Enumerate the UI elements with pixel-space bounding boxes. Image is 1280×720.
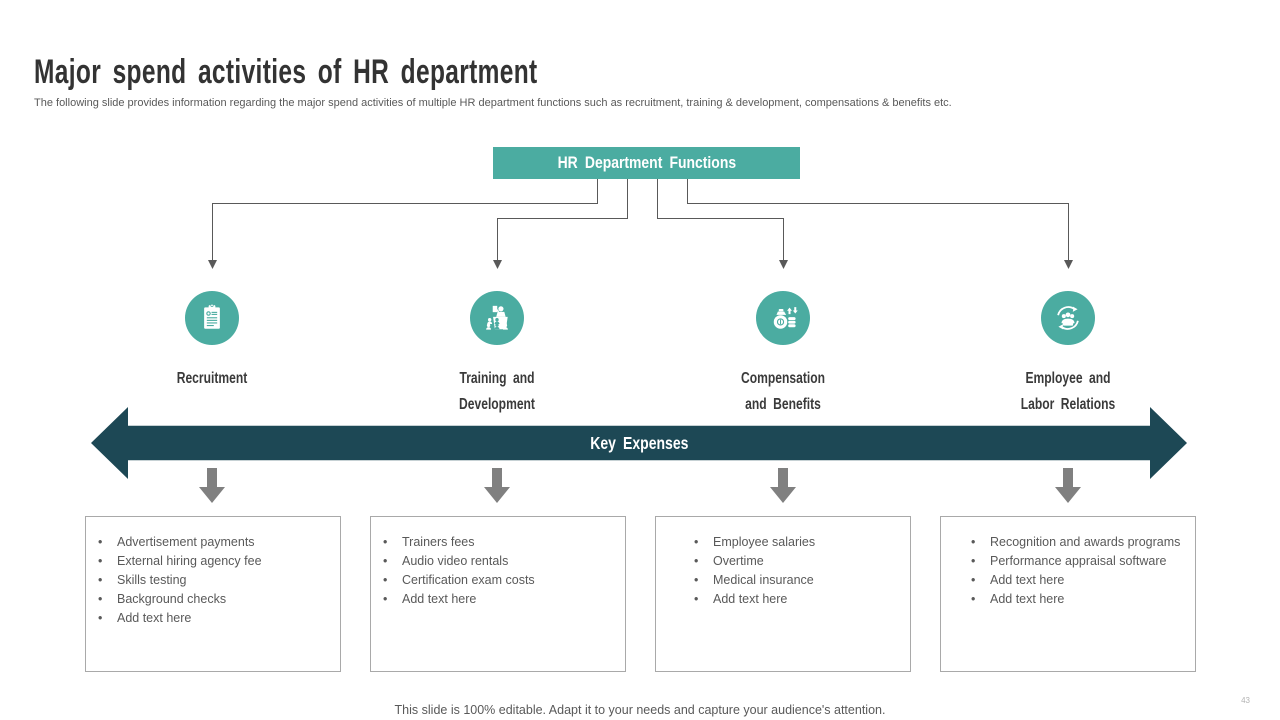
page-title: Major spend activities of HR department bbox=[34, 52, 538, 91]
column-label-compensation: Compensation and Benefits bbox=[741, 370, 825, 413]
expense-box-employee-relations: Recognition and awards programs Performa… bbox=[940, 516, 1196, 672]
down-arrow-icon bbox=[199, 468, 225, 503]
employee-relations-icon-circle bbox=[1041, 291, 1095, 345]
people-circular-arrows-icon bbox=[1057, 306, 1079, 330]
presenter-audience-icon bbox=[486, 305, 508, 330]
compensation-icon-circle bbox=[756, 291, 810, 345]
expense-box-recruitment: Advertisement payments External hiring a… bbox=[85, 516, 341, 672]
connector-lines bbox=[212, 179, 1069, 261]
list-item: Advertisement payments bbox=[98, 533, 330, 552]
down-arrow-icon bbox=[1055, 468, 1081, 503]
column-label-training: Training and Development bbox=[459, 370, 535, 413]
list-item: Add text here bbox=[98, 609, 330, 628]
hr-department-functions-box: HR Department Functions bbox=[493, 147, 800, 179]
down-arrow-icon bbox=[770, 468, 796, 503]
list-item: Overtime bbox=[694, 552, 900, 571]
training-icon-circle bbox=[470, 291, 524, 345]
down-arrows bbox=[199, 468, 1081, 503]
list-item: Skills testing bbox=[98, 571, 330, 590]
clipboard-checklist-icon bbox=[204, 303, 220, 329]
list-item: External hiring agency fee bbox=[98, 552, 330, 571]
column-label-recruitment: Recruitment bbox=[176, 370, 248, 387]
page-number: 43 bbox=[1241, 696, 1250, 705]
root-box-label: HR Department Functions bbox=[557, 153, 736, 172]
list-item: Add text here bbox=[971, 571, 1185, 590]
list-item: Background checks bbox=[98, 590, 330, 609]
down-arrow-icon bbox=[484, 468, 510, 503]
expense-box-training: Trainers fees Audio video rentals Certif… bbox=[370, 516, 626, 672]
recruitment-icon-circle bbox=[185, 291, 239, 345]
list-item: Performance appraisal software bbox=[971, 552, 1185, 571]
editable-note: This slide is 100% editable. Adapt it to… bbox=[394, 703, 886, 717]
list-item: Certification exam costs bbox=[383, 571, 615, 590]
list-item: Audio video rentals bbox=[383, 552, 615, 571]
expense-list: Recognition and awards programs Performa… bbox=[941, 517, 1195, 609]
list-item: Add text here bbox=[971, 590, 1185, 609]
expense-list: Advertisement payments External hiring a… bbox=[86, 517, 340, 628]
list-item: Add text here bbox=[383, 590, 615, 609]
list-item: Employee salaries bbox=[694, 533, 900, 552]
connector-arrowheads bbox=[208, 260, 1073, 269]
money-bag-coins-icon bbox=[773, 307, 798, 329]
list-item: Trainers fees bbox=[383, 533, 615, 552]
key-expenses-label: Key Expenses bbox=[589, 432, 689, 453]
list-item: Medical insurance bbox=[694, 571, 900, 590]
list-item: Add text here bbox=[694, 590, 900, 609]
column-label-employee-relations: Employee and Labor Relations bbox=[1020, 370, 1116, 413]
list-item: Recognition and awards programs bbox=[971, 533, 1185, 552]
expense-list: Trainers fees Audio video rentals Certif… bbox=[371, 517, 625, 609]
expense-box-compensation: Employee salaries Overtime Medical insur… bbox=[655, 516, 911, 672]
expense-list: Employee salaries Overtime Medical insur… bbox=[656, 517, 910, 609]
slide-subtitle: The following slide provides information… bbox=[34, 97, 952, 109]
